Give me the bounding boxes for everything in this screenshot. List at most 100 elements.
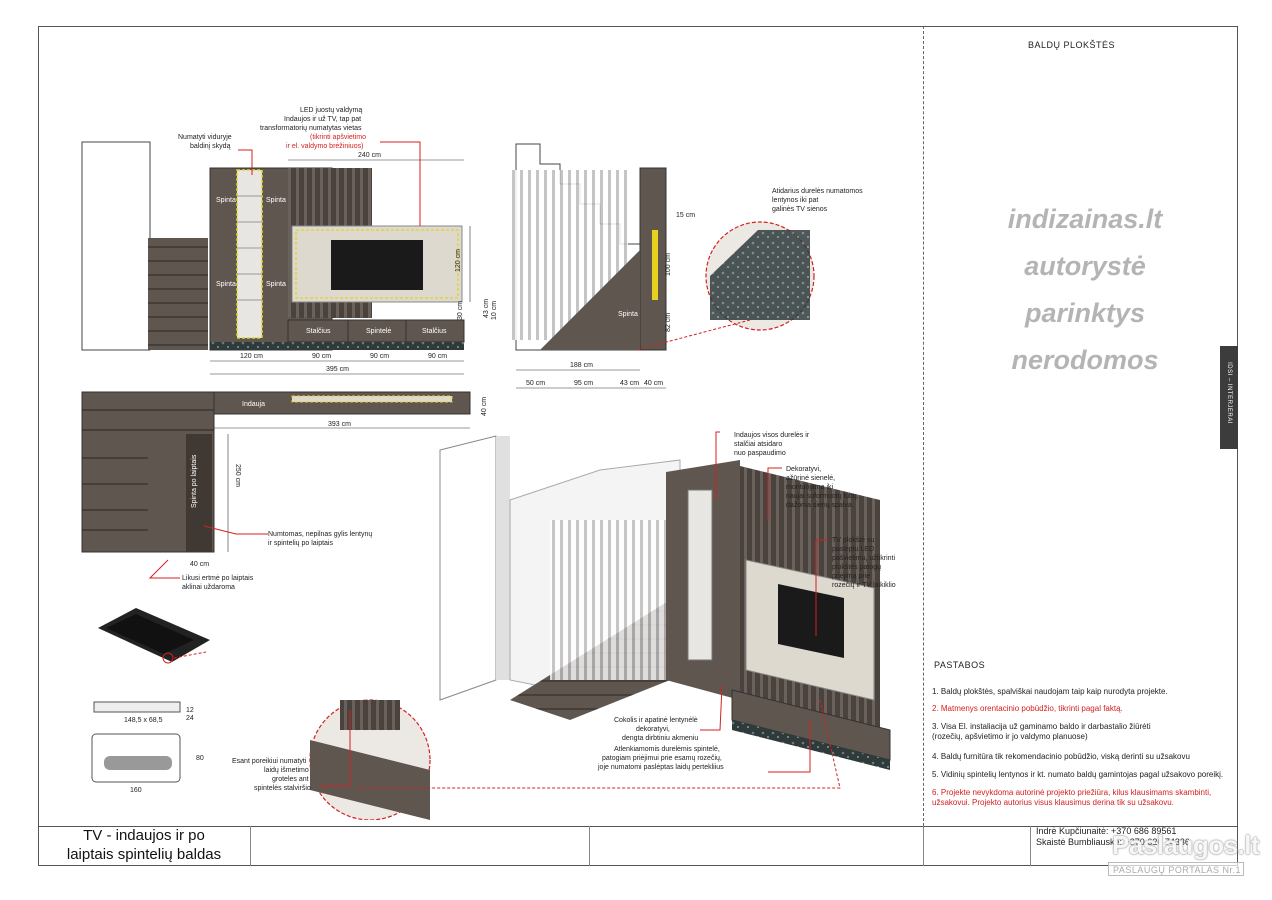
dimension: 120 cm [455,249,462,272]
side-tab: IDSI – INTERJERAI [1220,346,1238,449]
watermark-line: autorystė [1024,251,1146,281]
annotation: baldinį skydą [190,143,231,150]
annotation: aklinai uždaroma [182,584,235,591]
annotation: Likusi ertmė po laiptais [182,575,254,582]
note-item: 3. Visa El. instaliacija už gaminamo bal… [932,722,1151,741]
watermark-line: nerodomos [1011,345,1159,375]
wall-outline [81,141,151,351]
note-item: 5. Vidinių spintelių lentynos ir kt. num… [932,770,1224,779]
label-spintele: Spintelė [366,328,391,335]
annotation: patogiam priėjimui prie esamų rozečių, [602,755,722,762]
annotation: Numtomas, nepilnas gylis lentynų [268,531,372,538]
label-spinta: Spinta [618,311,638,318]
iso-tv-screen [778,584,844,658]
dimension: 120 cm [240,353,263,360]
notes-title: PASTABOS [934,660,986,670]
annotation-red: (tikrinti apšvietimo [310,134,366,141]
annotation: lentynos iki pat [772,197,818,204]
dimension: 395 cm [326,366,349,373]
sheet-title: BALDŲ PLOKŠTĖS [1028,40,1116,50]
label-spinta-plan: Spinta po laiptais [191,454,198,508]
annotation: dekoratyvi, [636,726,670,733]
title-block-cell [589,826,590,866]
dimension: 148,5 x 68,5 [124,717,163,724]
note-item: 1. Baldų plokštės, spalviškai naudojam t… [932,687,1168,696]
dimension: 12 [186,707,194,714]
tv-screen [331,240,423,290]
side-elevation: Spinta Atidarius durelės numatomos lenty… [508,143,863,389]
label-spinta: Spinta [216,197,236,204]
dimension: 10 cm [491,301,498,320]
dimension: 15 cm [676,212,695,219]
annotation: transformatorių numatytas vietas [260,125,362,132]
annotation: montuojama iki [786,484,834,491]
dimension: 240 cm [358,152,381,159]
annotation: Atidarius durelės numatomos [772,188,863,195]
dimension: 80 [196,755,204,762]
watermark: indizainas.lt autorystė parinktys nerodo… [960,196,1210,384]
contacts: Indrė Kupčiunaitė: +370 686 89561 Skaist… [1036,826,1190,848]
dimension: 82 cm [665,313,672,332]
project-title-line: laiptais spintelių baldas [66,846,222,863]
annotation: Cokolis ir apatinė lentynėlė [614,717,698,724]
contact-line: Indrė Kupčiunaitė: +370 686 89561 [1036,826,1177,836]
label-spinta: Spinta [216,281,236,288]
title-block [38,826,1238,866]
portal-logo-sub: PASLAUGŲ PORTALAS Nr.1 [1108,862,1244,876]
annotation: ir spintelių po laiptais [268,540,333,547]
annotation: plokštės patogų [832,564,881,571]
annotation: stalčiai atsidaro [734,441,782,448]
dimension: 95 cm [574,380,593,387]
annotation: LED juostų valdymą [300,107,362,114]
annotation: groteles ant [272,776,309,783]
title-block-cell [923,826,924,866]
staircase [148,238,208,350]
annotation: galinės TV sienos [772,206,828,213]
annotation: TV plokštė su [832,537,875,544]
stone-plinth [210,342,464,350]
label-spinta: Spinta [266,197,286,204]
cable-grommet-detail: 148,5 x 68,5 12 24 80 160 [91,608,210,794]
sheet-divider [923,26,924,826]
annotation: Indaujos visos durelės ir [734,432,810,439]
iso-wall [439,435,497,701]
cabinet-shelves [236,169,263,339]
dimension: 24 [186,715,194,722]
grommet-top-view [93,701,181,713]
note-item: 2. Matmenys orentacinio pobūdžio, tikrin… [932,704,1123,713]
title-block-cell [1030,826,1031,866]
dimension: 40 cm [481,397,488,416]
dimension: 43 cm [620,380,639,387]
watermark-line: parinktys [1024,298,1146,328]
dimension: 40 cm [190,561,209,568]
dimension: 30 cm [457,301,464,320]
title-block-cell [250,826,251,866]
annotation: paslėptu LED [832,546,874,553]
label-stalcius: Stalčius [422,328,447,335]
plan-view: Indauja 40 cm 393 cm 250 cm Spinta po la… [81,391,488,591]
label-spinta: Spinta [266,281,286,288]
annotation: joje numatomi paslėptas laidų pertekliiu… [597,764,724,771]
annotation: Numatyti viduryje [178,134,232,141]
project-title-line: TV - indaujos ir po [83,827,205,844]
dimension: 250 cm [234,464,241,487]
annotation: priėjimą prie [832,573,870,580]
dimension: 188 cm [570,362,593,369]
isometric-view: Indaujos visos durelės ir stalčiai atsid… [232,431,896,820]
annotation: dažoma sienų spalva. [786,502,854,509]
dimension: 100 cm [665,253,672,276]
annotation: Esant poreikiui numatyti [232,758,307,765]
side-tab-label: IDSI – INTERJERAI [1226,362,1232,424]
annotation: pašvietimu, užtikrinti [832,555,895,562]
annotation: rozečių ir TV laikiklio [832,582,896,589]
annotation: Atlenkiamomis durelėmis spintelė, [614,746,720,753]
annotation: Indaujos ir už TV, tap pat [284,116,361,123]
dimension: 43 cm [483,299,490,318]
annotation: nuo paspaudimo [734,450,786,457]
dimension: 40 cm [644,380,663,387]
furniture-drawings: Spinta Spinta Spinta Spinta Stalčius Spi… [81,107,896,820]
annotation: Dekoratyvi, [786,466,821,473]
under-stair-cabinet [540,250,640,350]
annotation: laidų išmetimo [264,767,309,774]
dimension: 90 cm [312,353,331,360]
